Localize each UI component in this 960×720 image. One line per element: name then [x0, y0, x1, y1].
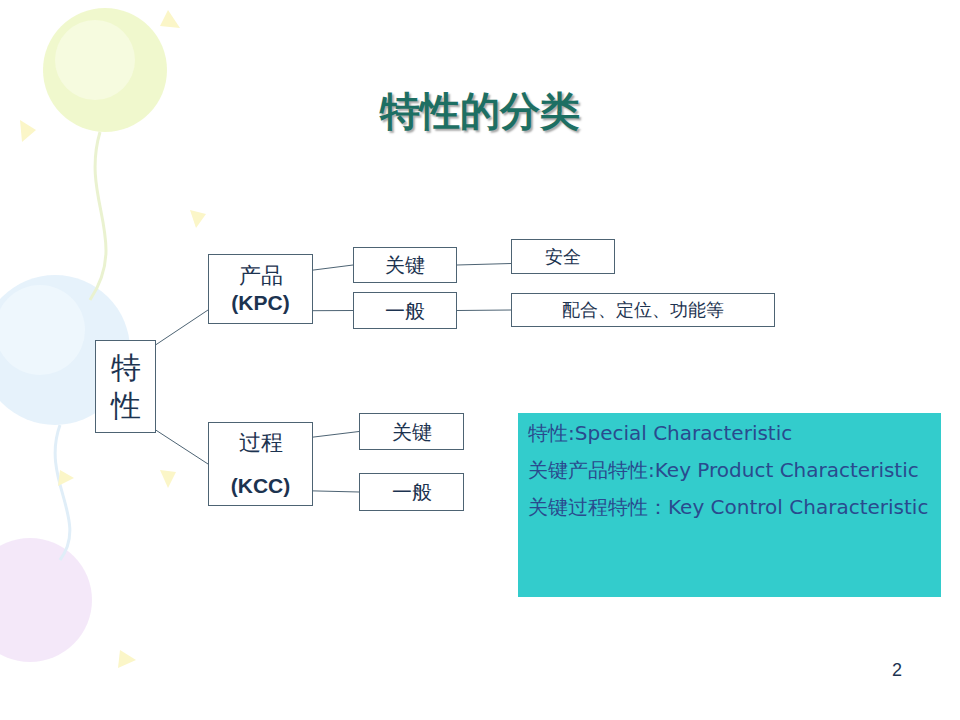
- category-box: 产品(KPC): [208, 254, 313, 324]
- box-label: 特性: [109, 349, 143, 425]
- box-label: 安全: [545, 245, 581, 269]
- box-label: (KPC): [231, 290, 289, 316]
- box-label: 关键: [392, 420, 432, 444]
- tree-connector: [313, 310, 353, 311]
- tree-connector: [457, 264, 511, 266]
- tree-connector: [313, 432, 359, 438]
- box-label: 关键: [385, 253, 425, 277]
- level-box: 一般: [359, 473, 464, 511]
- level-box: 关键: [353, 247, 457, 283]
- definition-panel: 特性:Special Characteristic 关键产品特性:Key Prod…: [518, 413, 941, 597]
- box-label: 过程: [239, 429, 283, 457]
- tree-connector: [313, 265, 353, 270]
- slide-title: 特性的分类: [180, 84, 780, 139]
- definition-text: 特性:Special Characteristic: [528, 419, 792, 448]
- definition-text: 关键过程特性：Key Control Characteristic: [528, 493, 928, 522]
- box-label: 产品: [239, 262, 283, 290]
- level-box: 一般: [353, 292, 457, 329]
- definition-text: 关键产品特性:Key Product Characteristic: [528, 456, 919, 485]
- box-label: 一般: [392, 480, 432, 504]
- box-label: 一般: [385, 299, 425, 323]
- box-label: (KCC): [231, 473, 290, 499]
- tree-connector: [313, 491, 359, 492]
- example-box: 安全: [511, 239, 615, 274]
- box-label: 配合、定位、功能等: [562, 298, 724, 322]
- page-number: 2: [884, 660, 910, 681]
- example-box: 配合、定位、功能等: [511, 293, 775, 327]
- tree-connector: [156, 430, 208, 464]
- level-box: 关键: [359, 413, 464, 450]
- root-box: 特性: [95, 340, 156, 433]
- tree-connector: [457, 310, 511, 312]
- category-box: 过程 (KCC): [208, 422, 313, 506]
- tree-connector: [156, 310, 208, 345]
